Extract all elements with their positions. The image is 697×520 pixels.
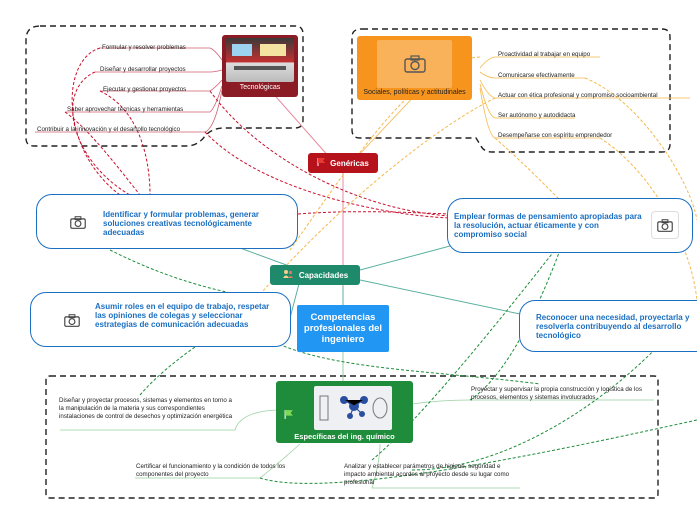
flag-icon	[284, 407, 294, 425]
capacidad-reconocer[interactable]: Reconocer una necesidad, proyectarla y r…	[519, 300, 697, 352]
esp-item-proyectar[interactable]: Proyectar y supervisar la propia constru…	[471, 386, 642, 401]
soc-item-5[interactable]: Desempeñarse con espíritu emprendedor	[498, 132, 613, 139]
central-node[interactable]: Competencias profesionales del ingeniero	[297, 305, 389, 352]
capacidad-asumir[interactable]: Asumir roles en el equipo de trabajo, re…	[30, 292, 291, 347]
tec-item-1[interactable]: Formular y resolver problemas	[102, 44, 186, 51]
tec-item-3[interactable]: Ejecutar y gestionar proyectos	[103, 86, 187, 93]
emplear-text: Emplear formas de pensamiento apropiadas…	[454, 212, 642, 239]
central-title: Competencias profesionales del ingeniero	[303, 312, 383, 345]
soc-item-4[interactable]: Ser autónomo y autodidacta	[498, 112, 576, 119]
soc-item-2[interactable]: Comunicarse efectivamente	[498, 72, 575, 79]
molecule-image	[314, 386, 392, 430]
esp-item-analizar[interactable]: Analizar y establecer parámetros de higi…	[344, 463, 510, 486]
identificar-text: Identificar y formular problemas, genera…	[103, 210, 260, 237]
capacidades-node[interactable]: Capacidades	[270, 265, 360, 285]
capacidades-label: Capacidades	[298, 270, 349, 280]
camera-icon	[59, 307, 85, 333]
especificas-label: Específicas del ing. químico	[294, 432, 395, 441]
soc-item-1[interactable]: Proactividad al trabajar en equipo	[498, 51, 591, 58]
tecnologicas-label: Tecnológicas	[239, 84, 281, 91]
especificas-node[interactable]: Específicas del ing. químico	[276, 381, 413, 443]
people-icon	[282, 269, 294, 281]
soc-item-3[interactable]: Actuar con ética profesional y compromis…	[498, 92, 658, 99]
genericas-node[interactable]: Genéricas	[308, 153, 378, 173]
genericas-label: Genéricas	[330, 158, 369, 168]
camera-icon	[402, 51, 428, 77]
asumir-text: Asumir roles en el equipo de trabajo, re…	[95, 302, 270, 329]
reconocer-text: Reconocer una necesidad, proyectarla y r…	[536, 313, 690, 340]
flag-icon	[317, 157, 326, 169]
capacidad-identificar[interactable]: Identificar y formular problemas, genera…	[36, 194, 298, 249]
tec-item-4[interactable]: Saber aprovechar técnicas y herramientas	[67, 106, 184, 113]
tec-item-5[interactable]: Contribuir a la innovación y el desarrol…	[37, 126, 181, 133]
tecnologicas-node[interactable]: Tecnológicas	[222, 35, 298, 97]
esp-item-disenar[interactable]: Diseñar y proyectar procesos, sistemas y…	[59, 397, 233, 420]
camera-icon	[65, 209, 91, 235]
lab-equipment-image	[226, 38, 294, 82]
esp-item-certificar[interactable]: Certificar el funcionamiento y la condic…	[136, 463, 286, 478]
tec-item-2[interactable]: Diseñar y desarrollar proyectos	[100, 66, 186, 73]
sociales-node[interactable]: Sociales, políticas y actitudinales	[357, 36, 472, 100]
capacidad-emplear[interactable]: Emplear formas de pensamiento apropiadas…	[447, 198, 693, 253]
camera-icon	[651, 211, 679, 239]
sociales-label: Sociales, políticas y actitudinales	[363, 89, 466, 96]
